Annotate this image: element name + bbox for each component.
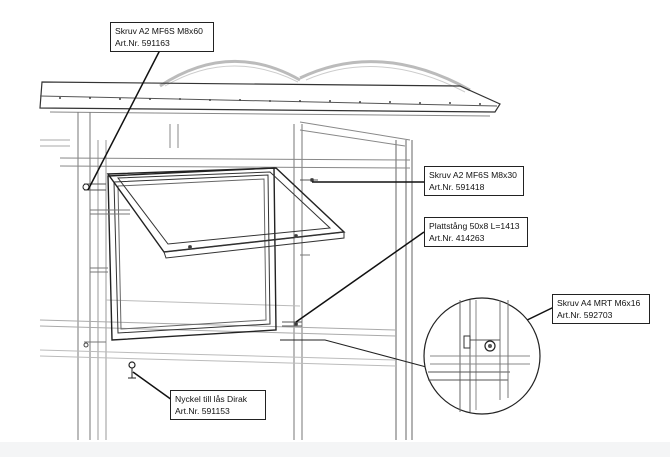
callout-screw-m6x16: Skruv A4 MRT M6x16 Art.Nr. 592703 [552,294,650,324]
callout-flat-bar: Plattstång 50x8 L=1413 Art.Nr. 414263 [424,217,528,247]
part-name: Nyckel till lås Dirak [175,394,248,404]
footer-band [0,442,670,457]
article-number: Art.Nr. 591153 [175,406,230,416]
article-number: Art.Nr. 592703 [557,310,613,320]
part-name: Skruv A4 MRT M6x16 [557,298,641,308]
article-number: Art.Nr. 414263 [429,233,485,243]
article-number: Art.Nr. 591163 [115,38,170,48]
part-name: Skruv A2 MF6S M8x60 [115,26,203,36]
callout-screw-m8x60: Skruv A2 MF6S M8x60 Art.Nr. 591163 [110,22,214,52]
part-name: Skruv A2 MF6S M8x30 [429,170,517,180]
part-name: Plattstång 50x8 L=1413 [429,221,520,231]
callout-key-lock: Nyckel till lås Dirak Art.Nr. 591153 [170,390,266,420]
callout-screw-m8x30: Skruv A2 MF6S M8x30 Art.Nr. 591418 [424,166,524,196]
article-number: Art.Nr. 591418 [429,182,485,192]
